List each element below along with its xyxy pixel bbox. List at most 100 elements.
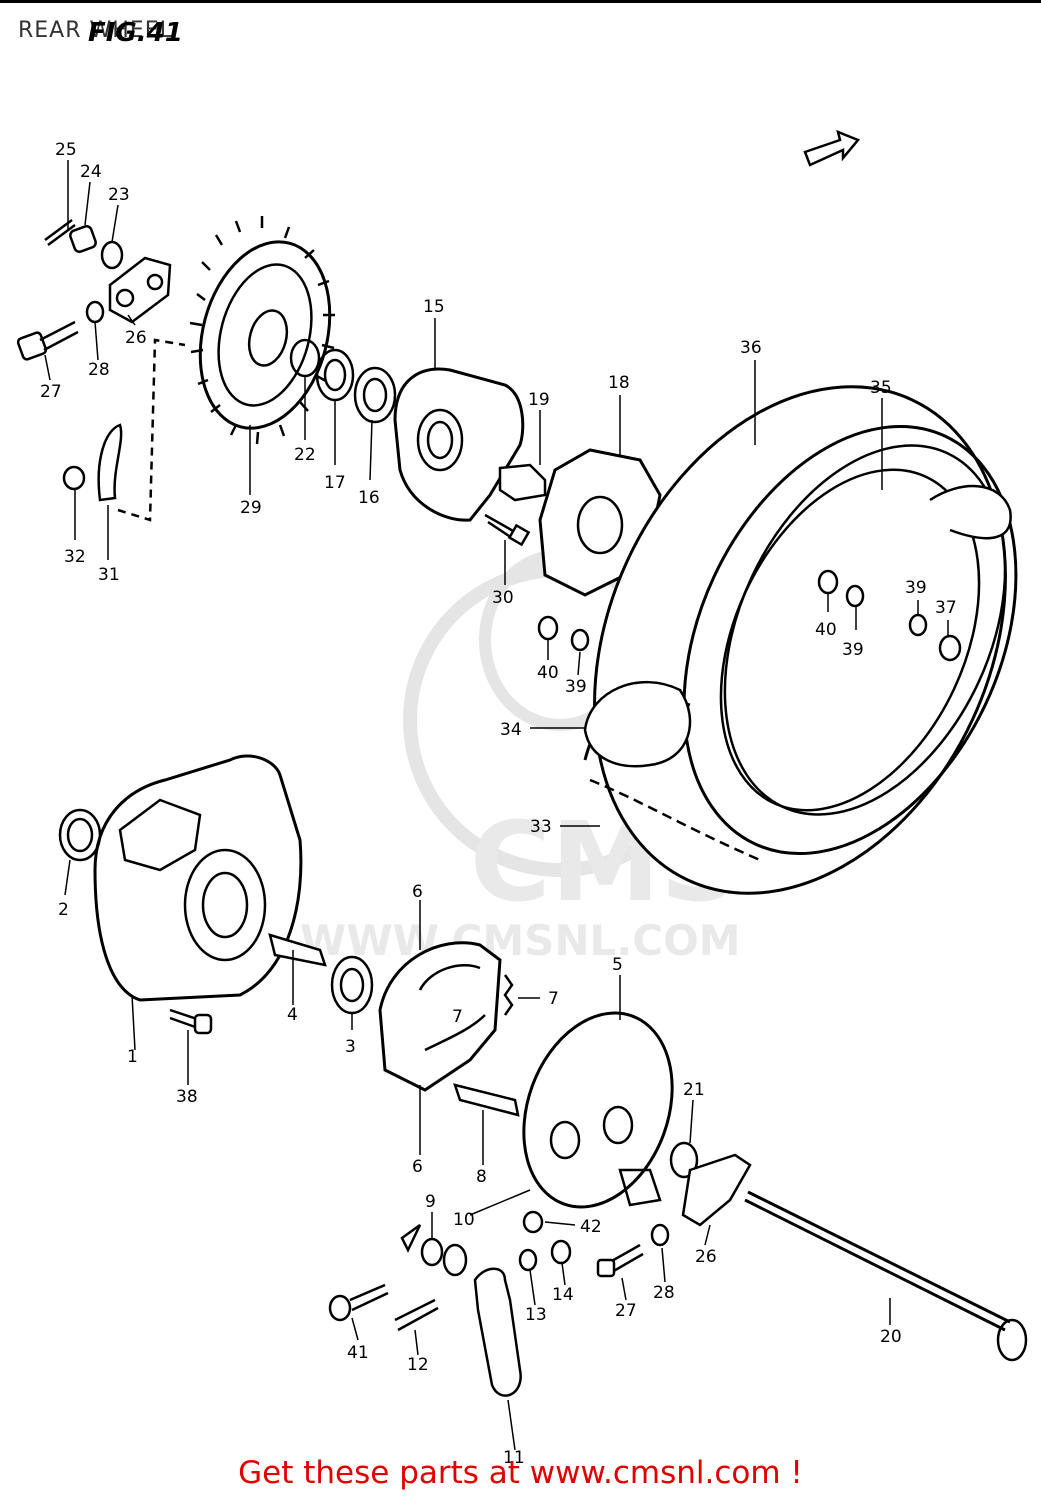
oil-seal-17 <box>315 348 355 402</box>
callout-37: 37 <box>935 598 957 618</box>
bolt-30 <box>484 513 516 540</box>
callout-22: 22 <box>294 445 316 465</box>
callout-24: 24 <box>80 162 102 182</box>
callout-25: 25 <box>55 140 77 160</box>
callout-27-top: 27 <box>40 382 62 402</box>
callout-31: 31 <box>98 565 120 585</box>
brake-shoes <box>378 941 502 1092</box>
callout-32: 32 <box>64 547 86 567</box>
sprocket-hub <box>393 367 525 522</box>
washer-39-right <box>845 584 865 608</box>
tube-section-right <box>929 484 1012 540</box>
washer-9 <box>420 1237 444 1267</box>
bolt-12 <box>394 1298 439 1332</box>
callout-7-inner: 7 <box>452 1007 463 1027</box>
callout-18: 18 <box>608 373 630 393</box>
callout-13: 13 <box>525 1305 547 1325</box>
rear-hub <box>93 754 303 1002</box>
page-title: REAR WHEEL <box>18 18 173 43</box>
callout-5: 5 <box>612 955 623 975</box>
bearing-3 <box>330 955 374 1015</box>
bolt-27-lower <box>609 1243 644 1274</box>
rear-sprocket <box>189 216 335 445</box>
callout-28-top: 28 <box>88 360 110 380</box>
watermark-site: WWW.CMSNL.COM <box>300 916 741 965</box>
valve-cap-37 <box>938 634 962 662</box>
callout-20: 20 <box>880 1327 902 1347</box>
callout-17: 17 <box>324 473 346 493</box>
bolt-27-top <box>16 320 79 361</box>
nut-40-left <box>537 615 559 641</box>
brake-camshaft <box>453 1083 520 1117</box>
callout-11: 11 <box>503 1448 525 1468</box>
callout-15: 15 <box>423 297 445 317</box>
footer-link[interactable]: Get these parts at www.cmsnl.com ! <box>238 1455 803 1491</box>
callout-2: 2 <box>58 900 69 920</box>
callout-labels: 25 24 23 26 27 28 32 31 29 22 17 16 15 1… <box>40 140 957 1468</box>
chain-adjuster-right <box>681 1153 752 1227</box>
callout-41: 41 <box>347 1343 369 1363</box>
washer-28-lower <box>650 1223 670 1247</box>
brake-panel <box>522 1011 674 1209</box>
callout-39-right: 39 <box>842 640 864 660</box>
callout-28-bottom: 28 <box>653 1283 675 1303</box>
callout-39-left: 39 <box>565 677 587 697</box>
callout-26-bottom: 26 <box>695 1247 717 1267</box>
bearing-16 <box>353 366 397 424</box>
top-border <box>0 0 1041 3</box>
brake-arm <box>473 1267 522 1397</box>
bolt-41 <box>349 1283 389 1312</box>
nut-32 <box>62 465 86 491</box>
indicator-plate <box>400 1223 422 1253</box>
callout-10: 10 <box>453 1210 475 1230</box>
callout-7-right: 7 <box>548 989 559 1009</box>
washer-13 <box>518 1248 538 1272</box>
callout-6-top: 6 <box>412 882 423 902</box>
washer-28-top <box>85 300 105 324</box>
callout-29: 29 <box>240 498 262 518</box>
callout-26-top: 26 <box>125 328 147 348</box>
inner-tube <box>583 680 692 768</box>
seal-10 <box>442 1243 468 1277</box>
leader-lines <box>44 160 949 1451</box>
callout-14: 14 <box>552 1285 574 1305</box>
callout-16: 16 <box>358 488 380 508</box>
callout-42: 42 <box>580 1217 602 1237</box>
nut-42 <box>522 1210 544 1234</box>
callout-4: 4 <box>287 1005 298 1025</box>
callout-19: 19 <box>528 390 550 410</box>
callout-6-bottom: 6 <box>412 1157 423 1177</box>
figure-label: FIG.41 <box>88 18 183 48</box>
callout-3: 3 <box>345 1037 356 1057</box>
callout-9: 9 <box>425 1192 436 1212</box>
callout-21: 21 <box>683 1080 705 1100</box>
callout-23: 23 <box>108 185 130 205</box>
fwd-arrow-icon <box>803 129 861 167</box>
spacer-21 <box>669 1141 699 1179</box>
callout-39-far: 39 <box>905 578 927 598</box>
chain-adjuster-left <box>108 256 172 324</box>
rear-tire <box>583 385 1018 895</box>
leader-dashed-adjuster <box>117 338 186 522</box>
hub-pin-19 <box>498 463 547 502</box>
spring-7 <box>503 974 514 1016</box>
chain-guide-clip <box>97 423 123 502</box>
callout-33: 33 <box>530 817 552 837</box>
callout-12: 12 <box>407 1355 429 1375</box>
nut-40-right <box>817 569 839 595</box>
callout-27-bottom: 27 <box>615 1301 637 1321</box>
callout-36: 36 <box>740 338 762 358</box>
callout-8: 8 <box>476 1167 487 1187</box>
hub-bearing-2 <box>58 808 102 862</box>
adjuster-washer <box>100 240 124 270</box>
callout-34: 34 <box>500 720 522 740</box>
adjuster-nut <box>69 225 97 253</box>
rear-axle <box>744 1190 1028 1362</box>
spacer-4 <box>268 933 327 967</box>
washer-39-left <box>570 628 590 652</box>
callout-40-right: 40 <box>815 620 837 640</box>
nut-14 <box>550 1239 572 1265</box>
callout-1: 1 <box>127 1047 138 1067</box>
